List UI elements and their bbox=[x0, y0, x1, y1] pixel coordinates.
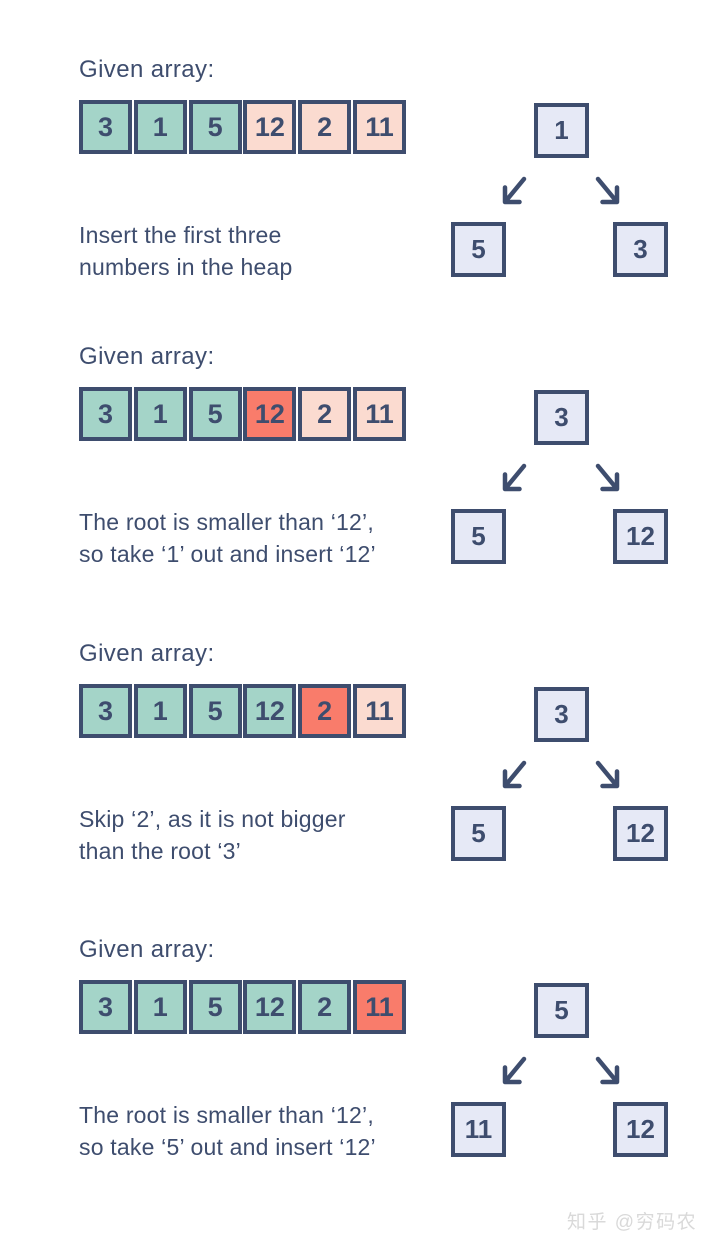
arrow-down-left-icon bbox=[502, 176, 527, 205]
given-array-label: Given array: bbox=[79, 640, 215, 667]
description-line: Insert the first three bbox=[79, 222, 282, 248]
description-line: The root is smaller than ‘12’, bbox=[79, 509, 374, 535]
array-cell: 12 bbox=[243, 980, 297, 1034]
array-cell: 2 bbox=[298, 387, 352, 441]
heap-step-3: Given array: 3 1 5 12 2 11 Skip ‘2’, as … bbox=[0, 640, 720, 885]
step-description: The root is smaller than ‘12’, so take ‘… bbox=[79, 506, 376, 570]
given-array-label: Given array: bbox=[79, 343, 215, 370]
array-cell: 1 bbox=[133, 387, 187, 441]
description-line: Skip ‘2’, as it is not bigger bbox=[79, 806, 346, 832]
array-cell: 5 bbox=[188, 980, 242, 1034]
array-cell: 12 bbox=[243, 100, 297, 154]
arrow-down-left-icon bbox=[502, 1056, 527, 1085]
arrow-down-right-icon bbox=[595, 760, 620, 789]
array-row: 3 1 5 12 2 11 bbox=[79, 684, 406, 738]
heap-left-child-node: 11 bbox=[451, 1102, 506, 1157]
array-cell: 2 bbox=[298, 980, 352, 1034]
description-line: than the root ‘3’ bbox=[79, 838, 241, 864]
array-cell: 3 bbox=[79, 980, 132, 1034]
heap-step-2: Given array: 3 1 5 12 2 11 The root is s… bbox=[0, 343, 720, 588]
heap-step-4: Given array: 3 1 5 12 2 11 The root is s… bbox=[0, 936, 720, 1181]
description-line: so take ‘5’ out and insert ‘12’ bbox=[79, 1134, 376, 1160]
array-cell: 1 bbox=[133, 980, 187, 1034]
array-cell: 3 bbox=[79, 684, 132, 738]
given-array-label: Given array: bbox=[79, 936, 215, 963]
heap-left-child-node: 5 bbox=[451, 806, 506, 861]
array-cell: 11 bbox=[352, 100, 406, 154]
step-description: Insert the first three numbers in the he… bbox=[79, 219, 293, 283]
array-row: 3 1 5 12 2 11 bbox=[79, 100, 406, 154]
array-cell: 11 bbox=[352, 980, 406, 1034]
array-row: 3 1 5 12 2 11 bbox=[79, 387, 406, 441]
description-line: The root is smaller than ‘12’, bbox=[79, 1102, 374, 1128]
array-cell: 12 bbox=[243, 387, 297, 441]
heap-root-node: 3 bbox=[534, 390, 589, 445]
array-cell: 2 bbox=[298, 684, 352, 738]
array-cell: 1 bbox=[133, 684, 187, 738]
zhihu-watermark: 知乎 @穷码农 bbox=[567, 1212, 698, 1233]
array-cell: 5 bbox=[188, 387, 242, 441]
step-description: The root is smaller than ‘12’, so take ‘… bbox=[79, 1099, 376, 1163]
heap-root-node: 3 bbox=[534, 687, 589, 742]
array-cell: 1 bbox=[133, 100, 187, 154]
description-line: so take ‘1’ out and insert ‘12’ bbox=[79, 541, 376, 567]
heap-right-child-node: 3 bbox=[613, 222, 668, 277]
given-array-label: Given array: bbox=[79, 56, 215, 83]
heap-root-node: 5 bbox=[534, 983, 589, 1038]
array-cell: 2 bbox=[298, 100, 352, 154]
arrow-down-right-icon bbox=[595, 1056, 620, 1085]
heap-left-child-node: 5 bbox=[451, 509, 506, 564]
heap-right-child-node: 12 bbox=[613, 509, 668, 564]
arrow-down-right-icon bbox=[595, 463, 620, 492]
array-cell: 12 bbox=[243, 684, 297, 738]
heap-right-child-node: 12 bbox=[613, 806, 668, 861]
array-cell: 11 bbox=[352, 387, 406, 441]
step-description: Skip ‘2’, as it is not bigger than the r… bbox=[79, 803, 346, 867]
description-line: numbers in the heap bbox=[79, 254, 293, 280]
array-cell: 3 bbox=[79, 387, 132, 441]
array-cell: 5 bbox=[188, 100, 242, 154]
array-row: 3 1 5 12 2 11 bbox=[79, 980, 406, 1034]
heap-step-1: Given array: 3 1 5 12 2 11 Insert the fi… bbox=[0, 56, 720, 301]
heap-root-node: 1 bbox=[534, 103, 589, 158]
arrow-down-left-icon bbox=[502, 463, 527, 492]
array-cell: 5 bbox=[188, 684, 242, 738]
arrow-down-right-icon bbox=[595, 176, 620, 205]
heap-right-child-node: 12 bbox=[613, 1102, 668, 1157]
array-cell: 3 bbox=[79, 100, 132, 154]
array-cell: 11 bbox=[352, 684, 406, 738]
arrow-down-left-icon bbox=[502, 760, 527, 789]
heap-left-child-node: 5 bbox=[451, 222, 506, 277]
